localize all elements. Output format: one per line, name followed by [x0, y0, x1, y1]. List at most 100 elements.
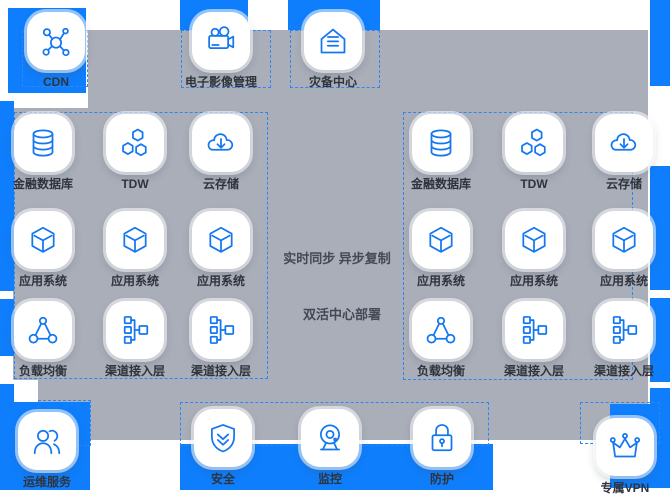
architecture-annotation: 双活中心部署	[302, 307, 382, 322]
right-node-app-system-2: 应用系统	[489, 211, 579, 288]
node-card	[27, 12, 85, 70]
blue-accent-right-bar-1	[650, 0, 670, 86]
node-card	[14, 301, 72, 359]
sync-annotation: 实时同步 异步复制	[283, 251, 391, 266]
node-card	[595, 114, 653, 172]
node-card	[505, 114, 563, 172]
right-node-load-balancer: 负载均衡	[396, 301, 486, 378]
load-balancer-icon	[422, 311, 460, 349]
left-node-app-system-1: 应用系统	[0, 211, 88, 288]
node-card	[14, 211, 72, 269]
node-card	[595, 301, 653, 359]
cloud-download-icon	[202, 124, 240, 162]
left-node-cloud-storage: 云存储	[176, 114, 266, 191]
node-card	[304, 12, 362, 70]
database-icon	[422, 124, 460, 162]
node-card	[412, 211, 470, 269]
node-label: 运维服务	[22, 475, 71, 489]
blue-accent-right-bar-3	[650, 298, 670, 382]
node-label: 应用系统	[18, 274, 67, 288]
left-node-financial-db: 金融数据库	[0, 114, 88, 191]
cloud-download-icon	[605, 124, 643, 162]
channel-access-icon	[515, 311, 553, 349]
node-card	[596, 418, 654, 476]
cube-icon	[24, 221, 62, 259]
node-card	[413, 409, 471, 467]
node-cdn: CDN	[11, 12, 101, 89]
node-label: 灾备中心	[308, 75, 357, 89]
node-card	[192, 114, 250, 172]
left-node-channel-access-2: 渠道接入层	[176, 301, 266, 378]
node-label: 负载均衡	[416, 364, 465, 378]
left-node-app-system-3: 应用系统	[176, 211, 266, 288]
node-label: 金融数据库	[12, 177, 73, 191]
node-label: 应用系统	[599, 274, 648, 288]
left-node-tdw: TDW	[90, 114, 180, 191]
channel-access-icon	[202, 311, 240, 349]
node-label: TDW	[520, 177, 548, 191]
node-label: 云存储	[605, 177, 642, 191]
node-card	[106, 211, 164, 269]
node-label: 应用系统	[110, 274, 159, 288]
crown-icon	[606, 428, 644, 466]
right-node-channel-access-1: 渠道接入层	[489, 301, 579, 378]
blue-accent-left-bar-2	[0, 299, 14, 356]
node-label: 渠道接入层	[104, 364, 165, 378]
node-label: 应用系统	[416, 274, 465, 288]
right-node-financial-db: 金融数据库	[396, 114, 486, 191]
node-label: 渠道接入层	[503, 364, 564, 378]
node-monitoring: 监控	[285, 409, 375, 486]
blue-accent-right-bar-2	[650, 166, 670, 290]
node-dr-center: 灾备中心	[288, 12, 378, 89]
node-card	[106, 114, 164, 172]
cube-icon	[422, 221, 460, 259]
node-label: 渠道接入层	[593, 364, 654, 378]
node-label: 渠道接入层	[190, 364, 251, 378]
node-card	[14, 114, 72, 172]
node-label: 电子影像管理	[184, 75, 257, 89]
node-dedicated-vpn: 专属VPN	[580, 418, 670, 495]
node-ops-service: 运维服务	[2, 412, 92, 489]
shield-check-icon	[204, 419, 242, 457]
blue-accent-left-bar-1	[0, 101, 14, 291]
right-node-cloud-storage: 云存储	[579, 114, 669, 191]
right-node-channel-access-2: 渠道接入层	[579, 301, 669, 378]
node-label: 云存储	[202, 177, 239, 191]
node-protection: 防护	[397, 409, 487, 486]
node-label: 防护	[429, 472, 454, 486]
node-label: 监控	[317, 472, 342, 486]
node-label: 应用系统	[509, 274, 558, 288]
cube-icon	[515, 221, 553, 259]
node-card	[18, 412, 76, 470]
node-card	[192, 211, 250, 269]
left-node-load-balancer: 负载均衡	[0, 301, 88, 378]
cdn-icon	[37, 22, 75, 60]
node-label: 安全	[210, 472, 235, 486]
node-card	[505, 211, 563, 269]
node-card	[595, 211, 653, 269]
left-node-app-system-2: 应用系统	[90, 211, 180, 288]
node-card	[192, 12, 250, 70]
webcam-icon	[311, 419, 349, 457]
node-card	[505, 301, 563, 359]
node-card	[192, 301, 250, 359]
lock-icon	[423, 419, 461, 457]
node-card	[194, 409, 252, 467]
node-label: CDN	[43, 75, 69, 89]
node-imaging: 电子影像管理	[176, 12, 266, 89]
node-label: 应用系统	[196, 274, 245, 288]
node-label: 负载均衡	[18, 364, 67, 378]
right-node-tdw: TDW	[489, 114, 579, 191]
node-label: 专属VPN	[600, 481, 650, 495]
users-icon	[28, 422, 66, 460]
channel-access-icon	[605, 311, 643, 349]
hexagon-cluster-icon	[116, 124, 154, 162]
warehouse-icon	[314, 22, 352, 60]
blue-accent-right-bar-4	[650, 388, 670, 404]
node-card	[106, 301, 164, 359]
node-card	[301, 409, 359, 467]
node-label: 金融数据库	[410, 177, 471, 191]
left-node-channel-access-1: 渠道接入层	[90, 301, 180, 378]
node-security: 安全	[178, 409, 268, 486]
